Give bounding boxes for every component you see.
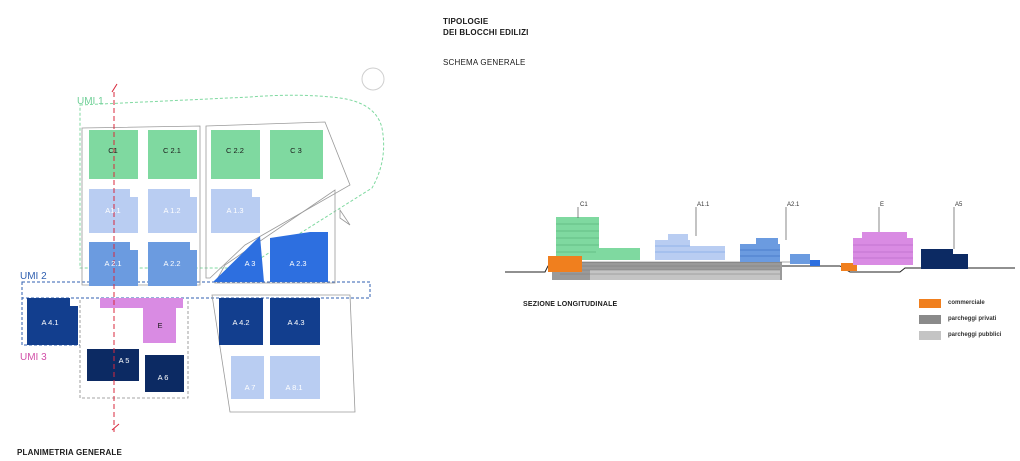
site-plan: UMI 1 UMI 2 UMI 3 C1 C 2.1 C 2.2 C 3 A1.… bbox=[20, 67, 385, 432]
north-marker bbox=[361, 67, 385, 91]
label-c2-2: C 2.2 bbox=[226, 146, 244, 155]
label-a1-1: A1.1 bbox=[105, 206, 120, 215]
block-a2-3 bbox=[270, 232, 328, 282]
label-a6: A 6 bbox=[158, 373, 169, 382]
block-a6 bbox=[145, 355, 184, 392]
parking-hatching bbox=[560, 265, 780, 275]
block-a1-2 bbox=[148, 189, 197, 233]
section-c1 bbox=[556, 217, 599, 260]
legend-label-commerciale: commerciale bbox=[948, 300, 985, 306]
label-a5: A 5 bbox=[119, 356, 130, 365]
section-caption: SEZIONE LONGITUDINALE bbox=[523, 301, 618, 308]
umi-2-label: UMI 2 bbox=[20, 271, 47, 282]
plan-caption: PLANIMETRIA GENERALE bbox=[17, 448, 123, 457]
section-marker-a1-1: A1.1 bbox=[697, 202, 710, 208]
section-a1-floors bbox=[655, 245, 725, 253]
label-c3: C 3 bbox=[290, 146, 302, 155]
label-a4-3: A 4.3 bbox=[287, 318, 304, 327]
diagram-title: TIPOLOGIE DEI BLOCCHI EDILIZI bbox=[443, 16, 529, 38]
umi-1-label: UMI 1 bbox=[77, 96, 104, 107]
section-marker-e: E bbox=[880, 202, 884, 208]
section-marker-a5: A5 bbox=[955, 202, 963, 208]
label-a3: A 3 bbox=[245, 259, 256, 268]
section-c2 bbox=[596, 248, 640, 260]
block-a4-3 bbox=[270, 298, 320, 345]
block-a5 bbox=[87, 349, 139, 381]
legend-swatch-parcheggi-pubblici bbox=[919, 331, 941, 340]
section-a5 bbox=[921, 249, 953, 269]
block-e bbox=[100, 298, 183, 343]
umi-3-label: UMI 3 bbox=[20, 352, 47, 363]
section-commercial-1 bbox=[548, 256, 582, 272]
legend-swatch-commerciale bbox=[919, 299, 941, 308]
section-e bbox=[853, 238, 913, 265]
label-a8-1: A 8.1 bbox=[285, 383, 302, 392]
section-a3 bbox=[810, 260, 820, 266]
block-c2-2 bbox=[211, 130, 260, 179]
section-a2-1-top bbox=[756, 238, 778, 244]
lot-outline-north bbox=[205, 121, 351, 279]
label-a2-1: A 2.1 bbox=[104, 259, 121, 268]
label-c1: C1 bbox=[108, 146, 118, 155]
block-a4-2 bbox=[219, 298, 263, 345]
diagram-subtitle: SCHEMA GENERALE bbox=[443, 58, 526, 67]
label-a1-2: A 1.2 bbox=[163, 206, 180, 215]
umi-1-boundary bbox=[79, 94, 385, 269]
public-parking-volume bbox=[590, 270, 780, 280]
label-c2-1: C 2.1 bbox=[163, 146, 181, 155]
longitudinal-section: C1 A1.1 A2.1 E A5 bbox=[505, 202, 1015, 340]
section-a5-side bbox=[953, 254, 968, 269]
umi-3-boundary bbox=[79, 300, 189, 399]
label-a4-1: A 4.1 bbox=[41, 318, 58, 327]
section-marker-c1: C1 bbox=[580, 202, 588, 208]
section-arrow-top bbox=[111, 83, 118, 93]
section-commercial-2 bbox=[841, 263, 857, 271]
label-a4-2: A 4.2 bbox=[232, 318, 249, 327]
block-a2-2 bbox=[148, 242, 197, 286]
section-a2-floors bbox=[740, 249, 780, 257]
label-a2-3: A 2.3 bbox=[289, 259, 306, 268]
block-a7 bbox=[231, 356, 264, 399]
section-marker-lines bbox=[577, 207, 955, 249]
lot-outline-west bbox=[81, 125, 201, 286]
block-c1 bbox=[89, 130, 138, 179]
legend-label-parcheggi-pubblici: parcheggi pubblici bbox=[948, 332, 1002, 338]
section-a1-1 bbox=[655, 240, 690, 260]
section-a1-1-top bbox=[668, 234, 688, 240]
label-a7: A 7 bbox=[245, 383, 256, 392]
section-e-top bbox=[862, 232, 907, 238]
label-a2-2: A 2.2 bbox=[163, 259, 180, 268]
block-a4-1 bbox=[27, 298, 78, 345]
block-c2-1 bbox=[148, 130, 197, 179]
block-a1-1 bbox=[89, 189, 138, 233]
block-a1-3 bbox=[211, 189, 260, 233]
block-c3 bbox=[270, 130, 323, 179]
title-line-1: TIPOLOGIE bbox=[443, 17, 489, 26]
label-e: E bbox=[157, 321, 162, 330]
section-a2-1 bbox=[740, 244, 780, 262]
section-arrow-bottom bbox=[111, 423, 120, 431]
block-a3 bbox=[213, 236, 264, 282]
section-a2-2 bbox=[790, 254, 810, 264]
title-line-2: DEI BLOCCHI EDILIZI bbox=[443, 28, 529, 37]
lot-outline-south bbox=[211, 294, 356, 413]
legend-label-parcheggi-privati: parcheggi privati bbox=[948, 316, 997, 322]
legend-swatch-parcheggi-privati bbox=[919, 315, 941, 324]
section-marker-a2-1: A2.1 bbox=[787, 202, 800, 208]
label-a1-3: A 1.3 bbox=[226, 206, 243, 215]
block-a8-1 bbox=[270, 356, 320, 399]
section-e-floors bbox=[853, 244, 913, 259]
triangle-marker bbox=[339, 208, 351, 226]
section-c1-floors bbox=[556, 223, 599, 253]
section-a1-2 bbox=[690, 246, 725, 260]
